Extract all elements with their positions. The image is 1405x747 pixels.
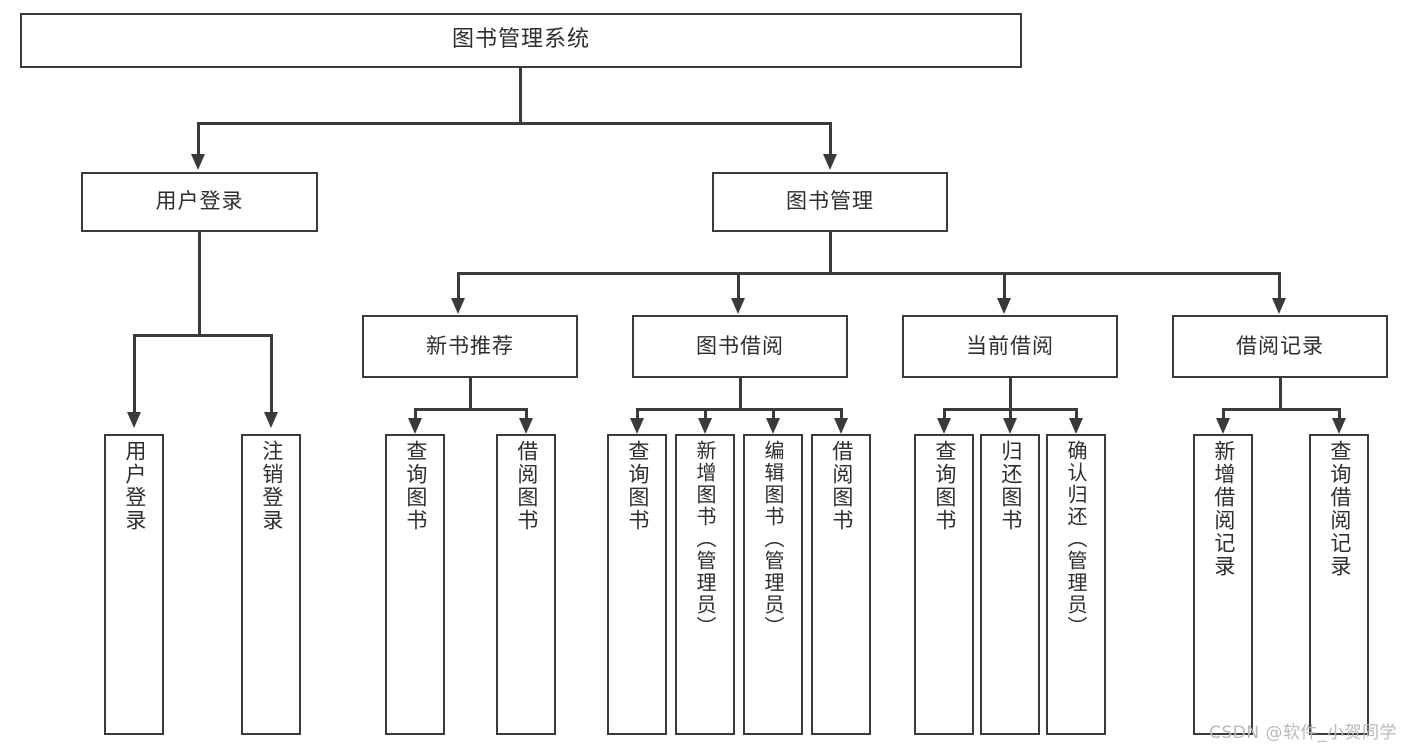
arrow-new-book-leaf-2: [519, 418, 533, 434]
arrow-borrow-record-leaf-2: [1332, 418, 1346, 434]
connector-book-borrow-leaf-3: [772, 408, 775, 422]
leaf-new-book-query[interactable]: 查询图书: [385, 434, 445, 735]
node-new-book-recommend-label: 新书推荐: [426, 333, 514, 358]
leaf-current-borrow-return-label: 归还图书: [998, 440, 1023, 532]
connector-book-manage-to-borrow: [737, 272, 740, 300]
connector-borrow-record-leaf-2: [1338, 408, 1341, 422]
node-root-system-label: 图书管理系统: [451, 27, 590, 53]
connector-book-borrow-leaf-2: [704, 408, 707, 422]
connector-book-manage-stem: [829, 232, 832, 274]
leaf-book-borrow-edit-label: 编辑图书（管理员）: [761, 440, 785, 638]
connector-book-manage-to-new-book: [457, 272, 460, 300]
leaf-book-borrow-query[interactable]: 查询图书: [607, 434, 667, 735]
node-current-borrow-label: 当前借阅: [966, 333, 1054, 358]
leaf-current-borrow-return[interactable]: 归还图书: [980, 434, 1040, 735]
connector-new-book-leaf-1: [414, 408, 417, 422]
leaf-user-login-logout[interactable]: 注销登录: [241, 434, 301, 735]
arrow-book-borrow-leaf-4: [834, 418, 848, 434]
connector-current-borrow-leaf-1: [943, 408, 946, 422]
arrow-root-to-user-login: [191, 154, 205, 170]
connector-book-manage-to-record: [1278, 272, 1281, 300]
connector-current-borrow-stem: [1009, 378, 1012, 410]
arrow-book-manage-to-new-book: [451, 298, 465, 314]
connector-book-borrow-leaf-4: [840, 408, 843, 422]
node-new-book-recommend[interactable]: 新书推荐: [362, 315, 578, 378]
arrow-book-manage-to-record: [1272, 298, 1286, 314]
leaf-current-borrow-confirm-return[interactable]: 确认归还（管理员）: [1046, 434, 1106, 735]
connector-new-book-stem: [469, 378, 472, 410]
arrow-user-login-leaf-1: [127, 412, 141, 428]
node-book-management[interactable]: 图书管理: [712, 172, 948, 232]
arrow-book-borrow-leaf-3: [766, 418, 780, 434]
connector-new-book-bus: [414, 408, 527, 411]
connector-user-login-leaf-1: [133, 334, 136, 414]
connector-book-borrow-leaf-1: [636, 408, 639, 422]
arrow-current-borrow-leaf-2: [1003, 418, 1017, 434]
arrow-current-borrow-leaf-3: [1069, 418, 1083, 434]
node-borrow-record-label: 借阅记录: [1236, 333, 1324, 358]
node-book-borrow-label: 图书借阅: [696, 333, 784, 358]
connector-book-borrow-stem: [739, 378, 742, 410]
arrow-borrow-record-leaf-1: [1216, 418, 1230, 434]
connector-borrow-record-stem: [1279, 378, 1282, 410]
connector-borrow-record-leaf-1: [1222, 408, 1225, 422]
arrow-book-borrow-leaf-1: [630, 418, 644, 434]
leaf-book-borrow-borrow[interactable]: 借阅图书: [811, 434, 871, 735]
connector-new-book-leaf-2: [525, 408, 528, 422]
node-user-login[interactable]: 用户登录: [81, 172, 318, 232]
leaf-borrow-record-add-label: 新增借阅记录: [1211, 440, 1236, 578]
arrow-user-login-leaf-2: [264, 412, 278, 428]
arrow-book-manage-to-borrow: [731, 298, 745, 314]
node-book-management-label: 图书管理: [786, 189, 874, 214]
connector-user-login-stem: [198, 232, 201, 336]
leaf-current-borrow-query-label: 查询图书: [932, 440, 957, 532]
connector-root-stem: [519, 68, 522, 124]
leaf-current-borrow-confirm-return-label: 确认归还（管理员）: [1064, 440, 1088, 638]
leaf-book-borrow-query-label: 查询图书: [625, 440, 650, 532]
leaf-new-book-borrow-label: 借阅图书: [514, 440, 539, 532]
node-current-borrow[interactable]: 当前借阅: [902, 315, 1118, 378]
node-borrow-record[interactable]: 借阅记录: [1172, 315, 1388, 378]
leaf-book-borrow-add-label: 新增图书（管理员）: [693, 440, 717, 638]
leaf-new-book-borrow[interactable]: 借阅图书: [496, 434, 556, 735]
leaf-user-login-login-label: 用户登录: [122, 440, 147, 532]
leaf-borrow-record-query-label: 查询借阅记录: [1327, 440, 1352, 578]
arrow-current-borrow-leaf-1: [937, 418, 951, 434]
leaf-current-borrow-query[interactable]: 查询图书: [914, 434, 974, 735]
leaf-borrow-record-query[interactable]: 查询借阅记录: [1309, 434, 1369, 735]
leaf-user-login-logout-label: 注销登录: [259, 440, 284, 532]
connector-user-login-leaf-2: [270, 334, 273, 414]
connector-current-borrow-leaf-2: [1009, 408, 1012, 422]
leaf-new-book-query-label: 查询图书: [403, 440, 428, 532]
connector-root-to-book-manage: [829, 122, 832, 156]
node-book-borrow[interactable]: 图书借阅: [632, 315, 848, 378]
leaf-book-borrow-borrow-label: 借阅图书: [829, 440, 854, 532]
connector-book-borrow-bus: [636, 408, 842, 411]
connector-borrow-record-bus: [1222, 408, 1340, 411]
arrow-book-manage-to-current: [997, 298, 1011, 314]
arrow-new-book-leaf-1: [408, 418, 422, 434]
connector-user-login-bus: [133, 334, 272, 337]
connector-book-manage-bus: [457, 272, 1281, 275]
arrow-root-to-book-manage: [823, 154, 837, 170]
connector-current-borrow-leaf-3: [1075, 408, 1078, 422]
leaf-book-borrow-edit[interactable]: 编辑图书（管理员）: [743, 434, 803, 735]
node-user-login-label: 用户登录: [155, 189, 244, 214]
connector-book-manage-to-current: [1003, 272, 1006, 300]
connector-root-bus: [197, 122, 832, 125]
leaf-book-borrow-add[interactable]: 新增图书（管理员）: [675, 434, 735, 735]
connector-root-to-user-login: [197, 122, 200, 156]
leaf-borrow-record-add[interactable]: 新增借阅记录: [1193, 434, 1253, 735]
arrow-book-borrow-leaf-2: [698, 418, 712, 434]
node-root-system[interactable]: 图书管理系统: [20, 13, 1022, 68]
leaf-user-login-login[interactable]: 用户登录: [104, 434, 164, 735]
